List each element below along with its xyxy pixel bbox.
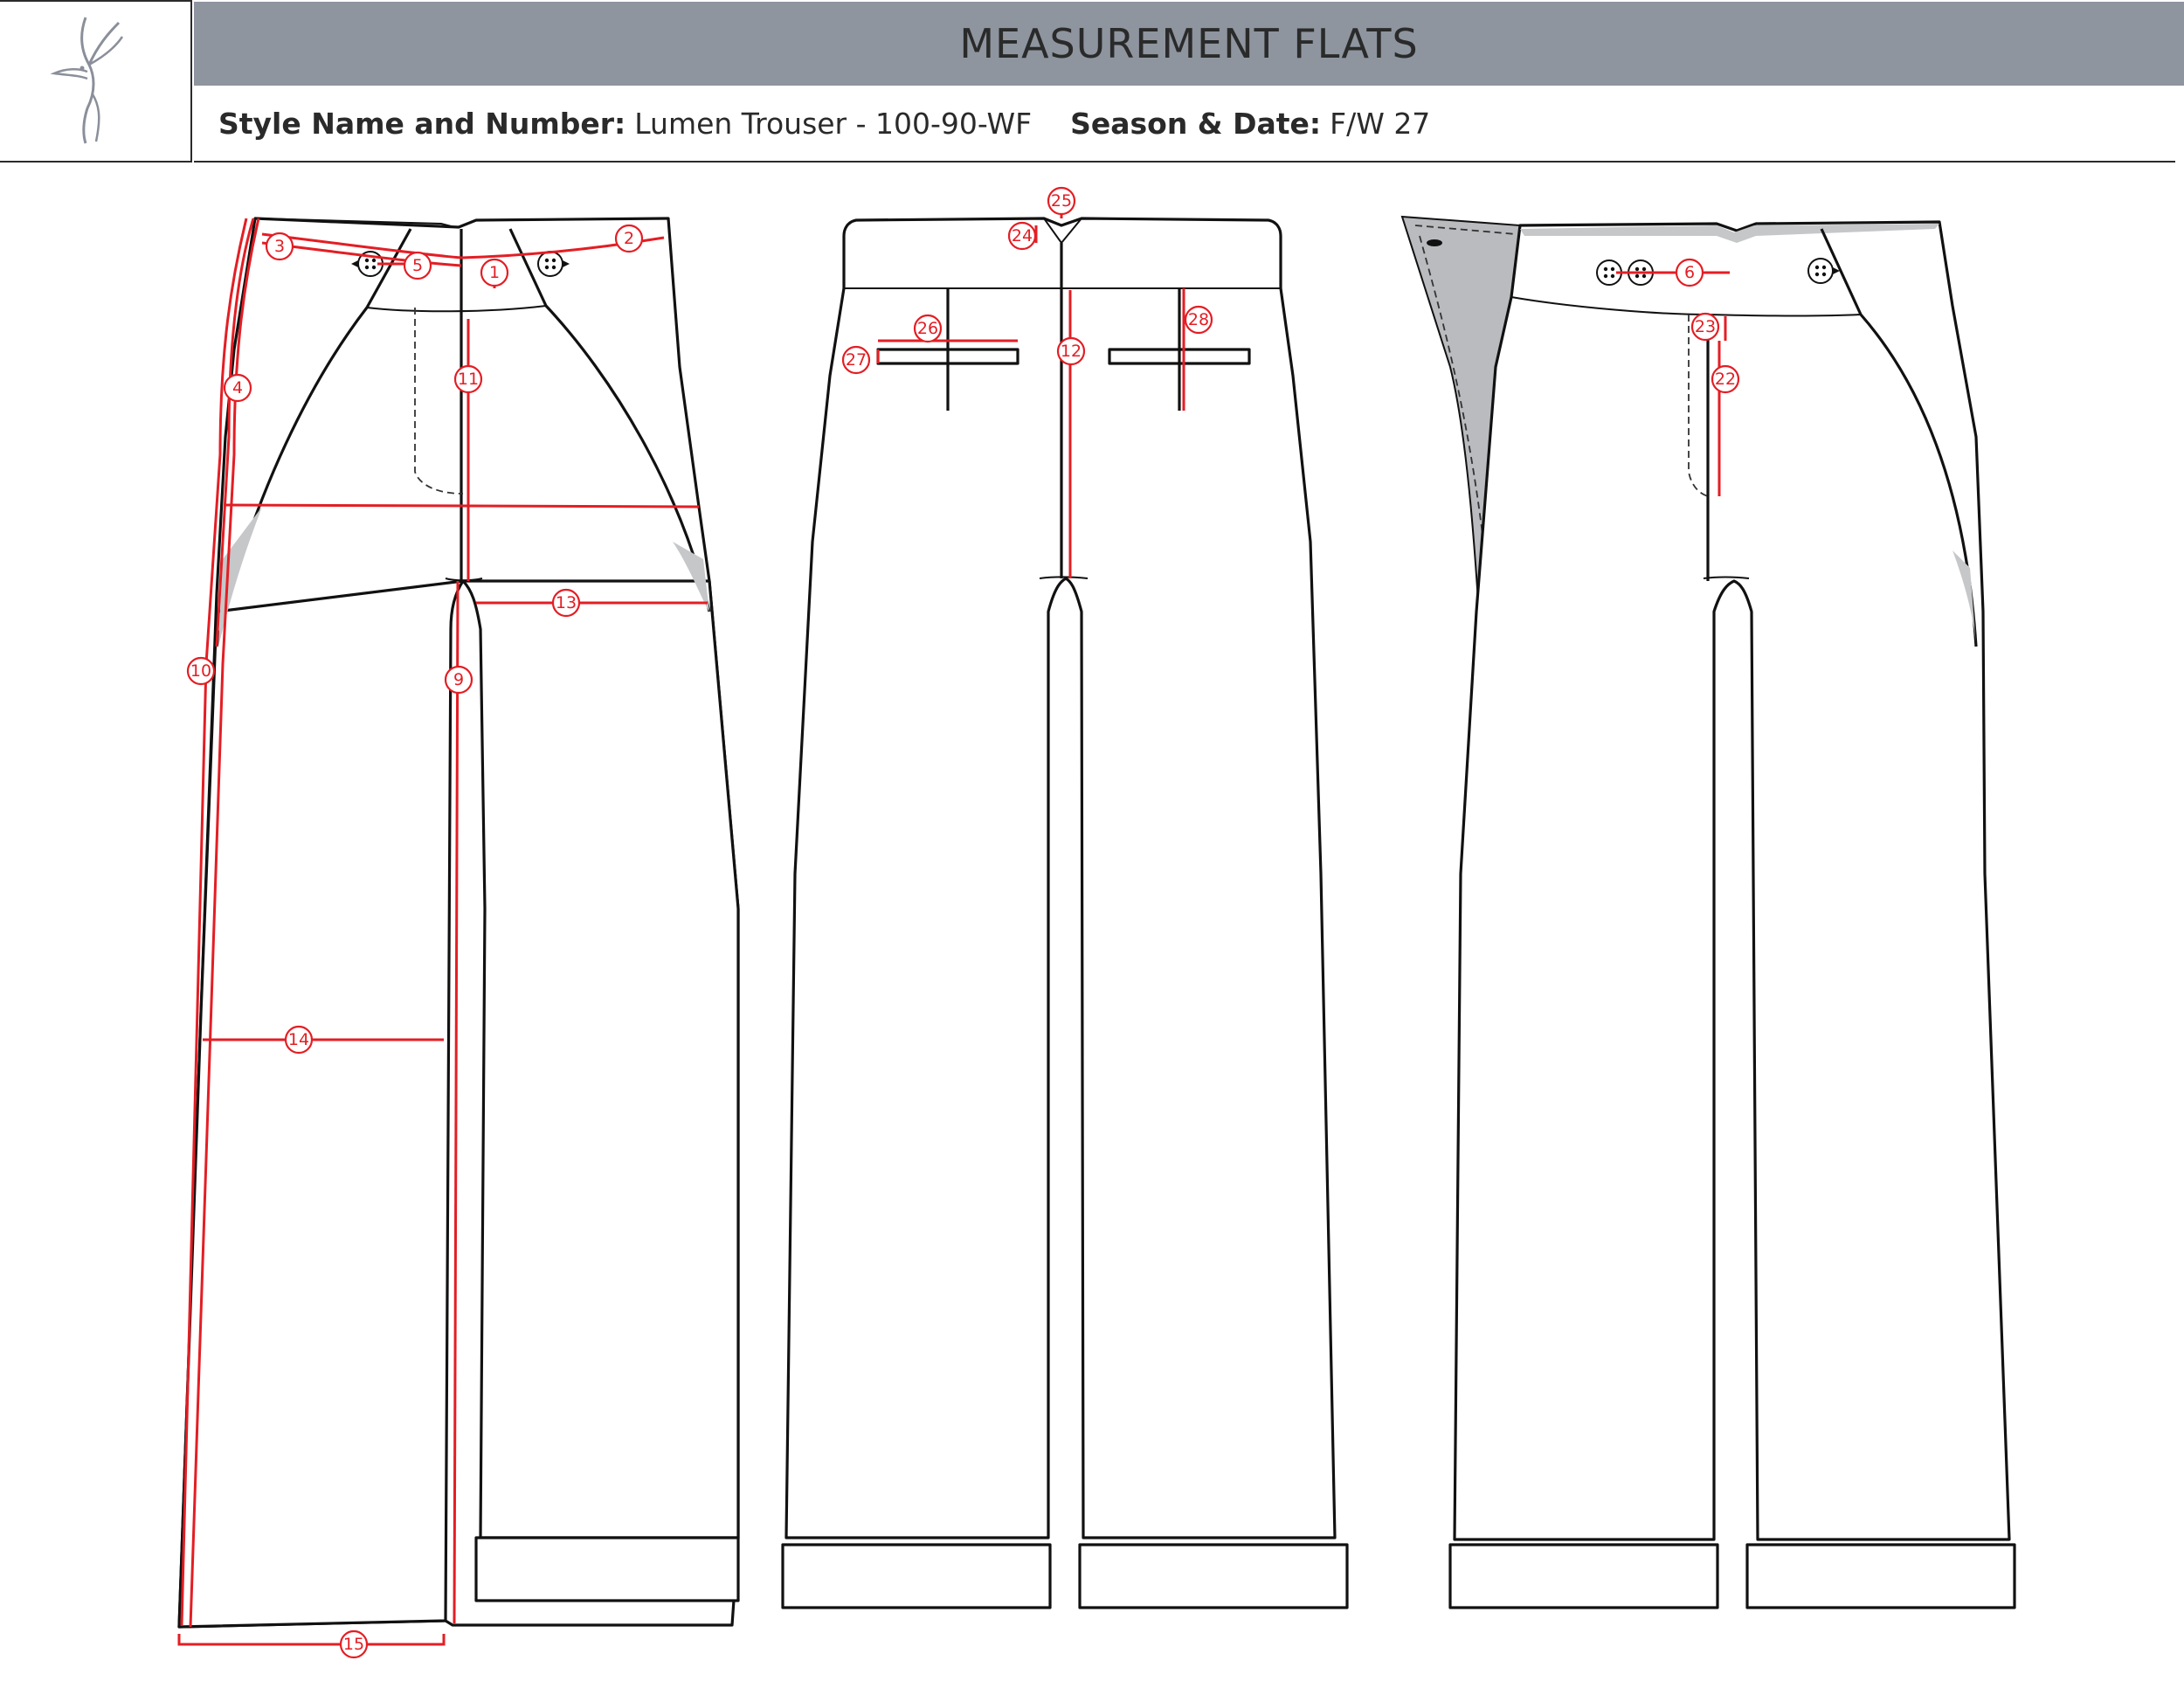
front-right-pocket-shade [673,542,709,612]
point-14-label: 14 [288,1030,309,1049]
point-13-label: 13 [556,593,577,612]
open-flap-stitch-top [1414,225,1517,235]
season-label: Season & Date: [1070,106,1322,141]
point-4-label: 4 [232,378,243,398]
front-hem-line-15 [177,1634,446,1646]
front-right-cuff [474,1536,740,1602]
point-26-label: 26 [917,319,938,338]
point-28-badge: 28 [1184,305,1213,335]
point-12-badge: 12 [1056,336,1086,366]
point-27-label: 27 [846,350,867,370]
front-side-line-4 [215,218,255,647]
point-6-badge: 6 [1675,258,1704,287]
point-10-label: 10 [190,661,211,681]
open-fly-stitch [1688,315,1709,497]
back-view: 12 24 25 26 27 28 [781,186,1349,1609]
back-left-cuff [781,1543,1052,1609]
open-left-cuff [1448,1543,1719,1609]
back-right-cuff [1078,1543,1349,1609]
point-15-badge: 15 [339,1629,369,1659]
point-28-label: 28 [1188,310,1209,329]
open-button-3 [1807,258,1840,284]
point-6-label: 6 [1684,263,1695,282]
point-22-label: 22 [1715,370,1736,389]
point-1-badge: 1 [480,258,509,287]
front-right-leg [461,579,740,1539]
front-waistband-line [261,241,462,267]
front-outseam-line-inner [189,218,260,1628]
open-waistband-seam-right [1707,314,1862,317]
front-inseam-line-9 [453,580,460,1624]
front-left-leg [177,579,465,1629]
front-crotch-point [445,578,483,582]
open-right-cuff [1745,1543,2016,1609]
point-26-badge: 26 [913,314,943,343]
point-2-label: 2 [624,229,634,248]
point-1-label: 1 [489,263,500,282]
open-crotch-point [1703,576,1750,579]
point-3-label: 3 [274,237,285,256]
front-open-view: 6 22 23 [1400,215,2016,1609]
open-waistband-facing [1520,224,1939,243]
style-label: Style Name and Number: [218,106,626,141]
point-15-label: 15 [343,1635,364,1654]
front-left-pocket-top [365,228,412,308]
point-23-badge: 23 [1690,312,1720,342]
point-12-label: 12 [1061,342,1082,361]
page-title: MEASUREMENT FLATS [959,20,1419,67]
point-24-badge: 24 [1007,221,1037,251]
point-9-badge: 9 [444,665,473,695]
point-9-label: 9 [453,670,464,689]
season-value: F/W 27 [1330,106,1431,141]
point-22-badge: 22 [1711,364,1740,394]
front-outseam-line-10 [180,218,248,1626]
point-11-badge: 11 [453,364,483,394]
point-4-badge: 4 [223,373,252,403]
point-24-label: 24 [1012,226,1033,246]
open-flap-stitch-side [1419,235,1484,543]
front-view: 1 2 3 4 5 9 10 11 13 14 15 [177,217,740,1659]
point-5-label: 5 [412,256,423,275]
point-13-badge: 13 [551,588,581,618]
point-25-label: 25 [1051,191,1072,211]
hummingbird-icon [50,17,124,144]
open-waistband-seam [1510,296,1709,315]
point-2-badge: 2 [614,224,644,253]
point-3-badge: 3 [265,232,294,261]
open-right-pocket-shade [1952,550,1976,647]
point-23-label: 23 [1695,317,1716,336]
front-fly-stitch [414,308,464,495]
title-bar: MEASUREMENT FLATS [194,2,2184,86]
open-button-1 [1596,259,1622,286]
point-11-label: 11 [458,370,479,389]
style-value: Lumen Trouser - 100-90-WF [634,106,1033,141]
point-5-badge: 5 [403,251,432,280]
point-25-badge: 25 [1047,186,1076,216]
point-27-badge: 27 [841,345,871,375]
logo-box [0,0,192,163]
point-10-badge: 10 [186,656,216,686]
back-crotch-point [1039,576,1089,579]
style-info-row: Style Name and Number: Lumen Trouser - 1… [194,86,2175,163]
front-waistband-seam [366,305,547,313]
front-hip-line [223,503,700,508]
open-flap-buttonhole [1427,239,1442,246]
front-waist-line-left [261,232,462,259]
open-trouser-outline [1453,220,2011,1541]
point-14-badge: 14 [284,1025,314,1055]
back-trouser-outline [784,217,1337,1539]
